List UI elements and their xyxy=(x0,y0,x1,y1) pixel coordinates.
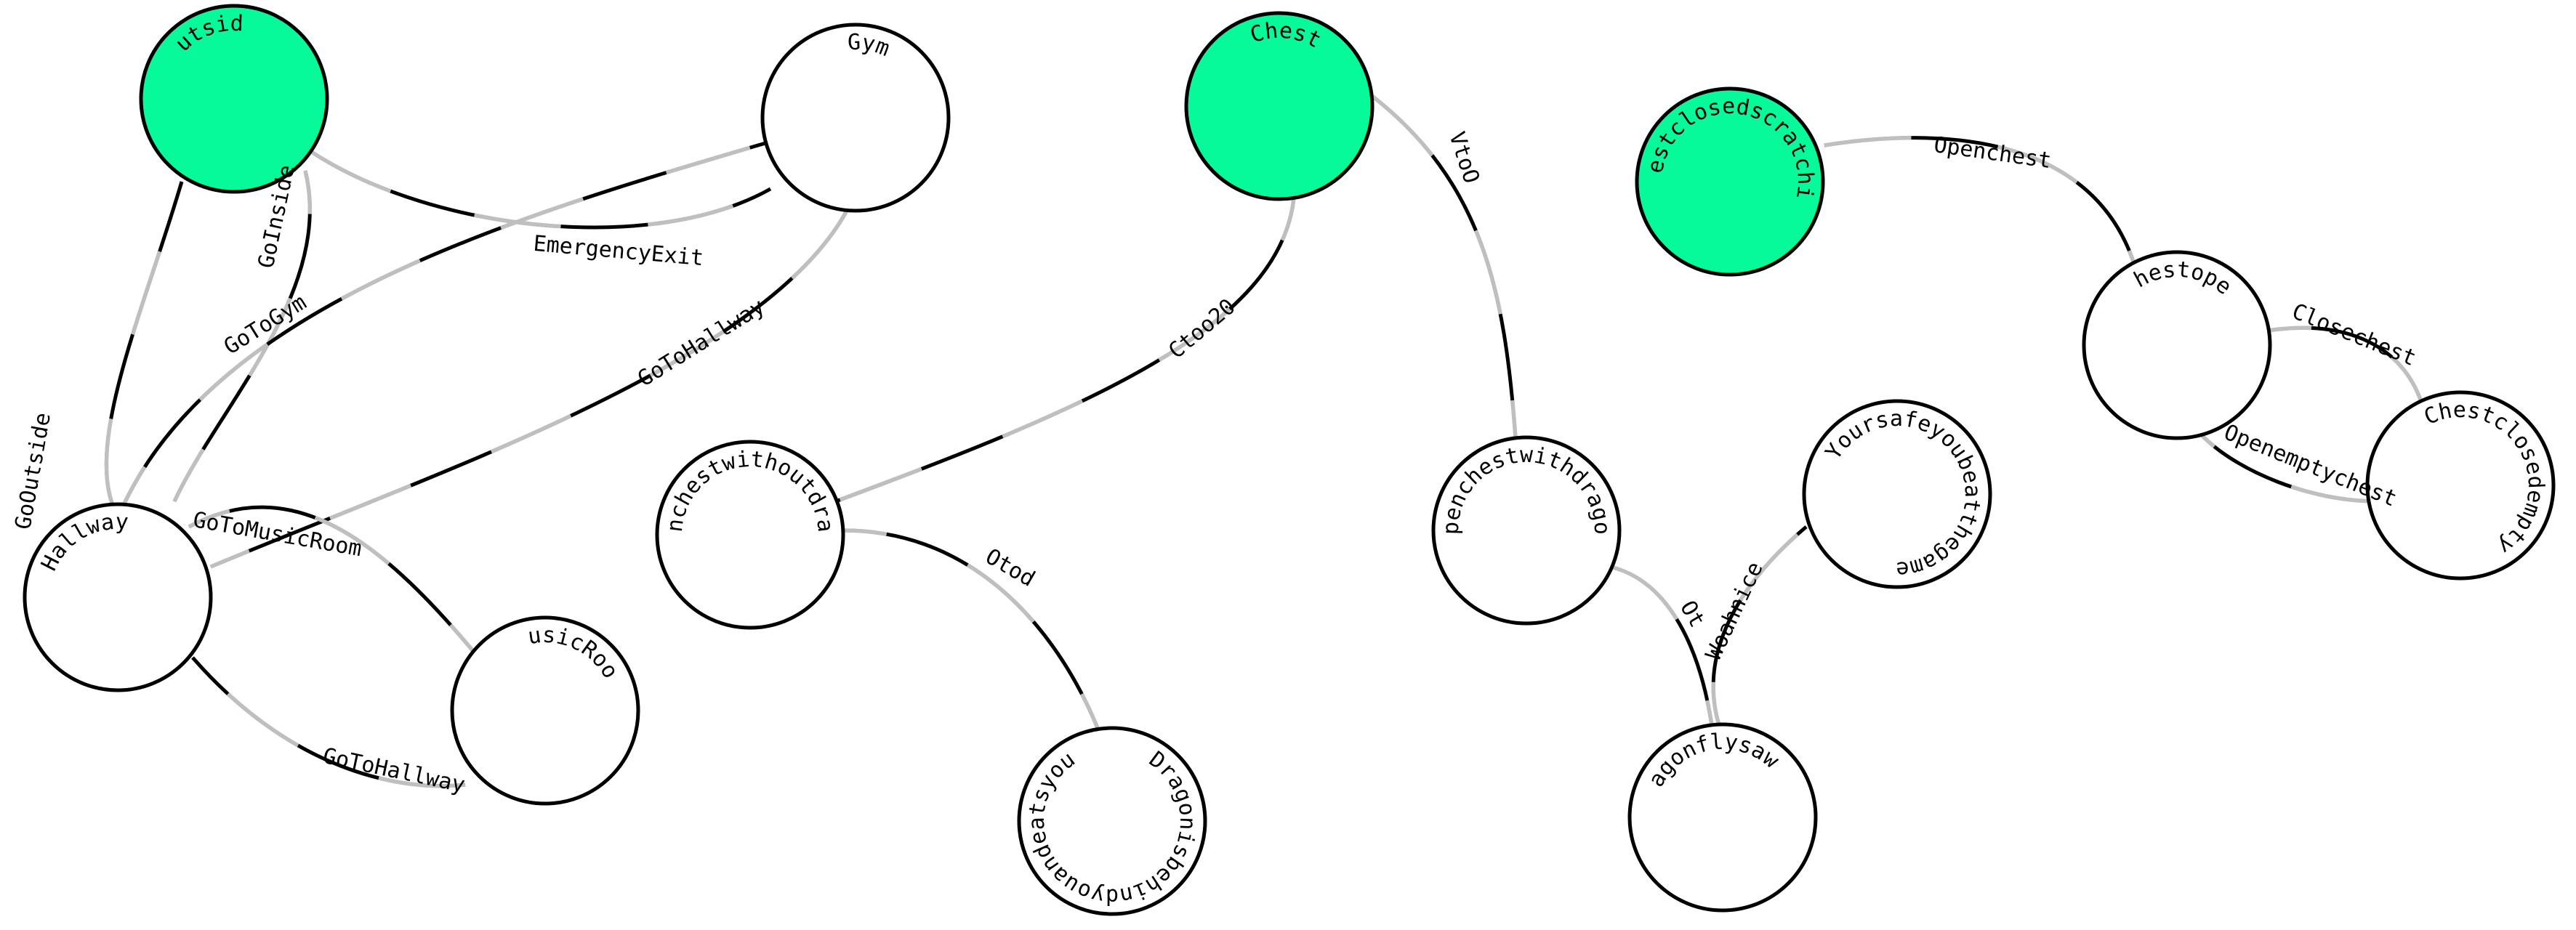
edge-gooutside xyxy=(104,181,184,506)
edge-label: Openchest xyxy=(1932,132,2053,174)
edge-gotohallway-music xyxy=(190,656,466,788)
edge-label: Closechest xyxy=(2288,299,2420,371)
node-hallway: Hallway xyxy=(23,502,213,692)
edge-label: Woahnice xyxy=(1701,558,1768,664)
edge-ot xyxy=(1609,565,1714,726)
edge-openemptychest xyxy=(2201,434,2378,504)
node-label: Chestopen xyxy=(0,0,2237,300)
node-outside: Outside xyxy=(0,0,329,194)
node-gym: Gym xyxy=(760,23,951,213)
edge-woahnice xyxy=(1711,525,1808,726)
edge-gotogym xyxy=(121,140,771,506)
edge-label: GoOutside xyxy=(10,411,56,531)
edge-label: Ctoo20 xyxy=(1164,294,1241,363)
edge-label: Otod xyxy=(981,544,1039,592)
edge-vtoo xyxy=(1369,92,1518,438)
edge-closechest xyxy=(2267,326,2423,400)
edge-otod xyxy=(842,528,1100,729)
edge-ctoo20 xyxy=(835,198,1296,504)
node-chestclosedempty: Chestclosedempty xyxy=(2365,390,2556,581)
edge-label: GoToHallway xyxy=(321,743,467,798)
edge-emergencyexit xyxy=(311,150,772,230)
edge-gotomusicroom xyxy=(188,505,475,652)
edge-openchest xyxy=(1824,135,2136,262)
node-yoursafe: Yoursafeyoubeatthegame xyxy=(1802,399,1992,589)
edge-label: EmergencyExit xyxy=(532,231,704,271)
edge-gotohallway-gym xyxy=(209,209,849,569)
node-chest: Chest xyxy=(1184,11,1374,201)
edge-label: GoToHallway xyxy=(633,294,769,392)
edges-layer xyxy=(104,92,2423,788)
node-dragonbehind: Dragonisbehindyouandeatsyou xyxy=(1017,726,1207,916)
